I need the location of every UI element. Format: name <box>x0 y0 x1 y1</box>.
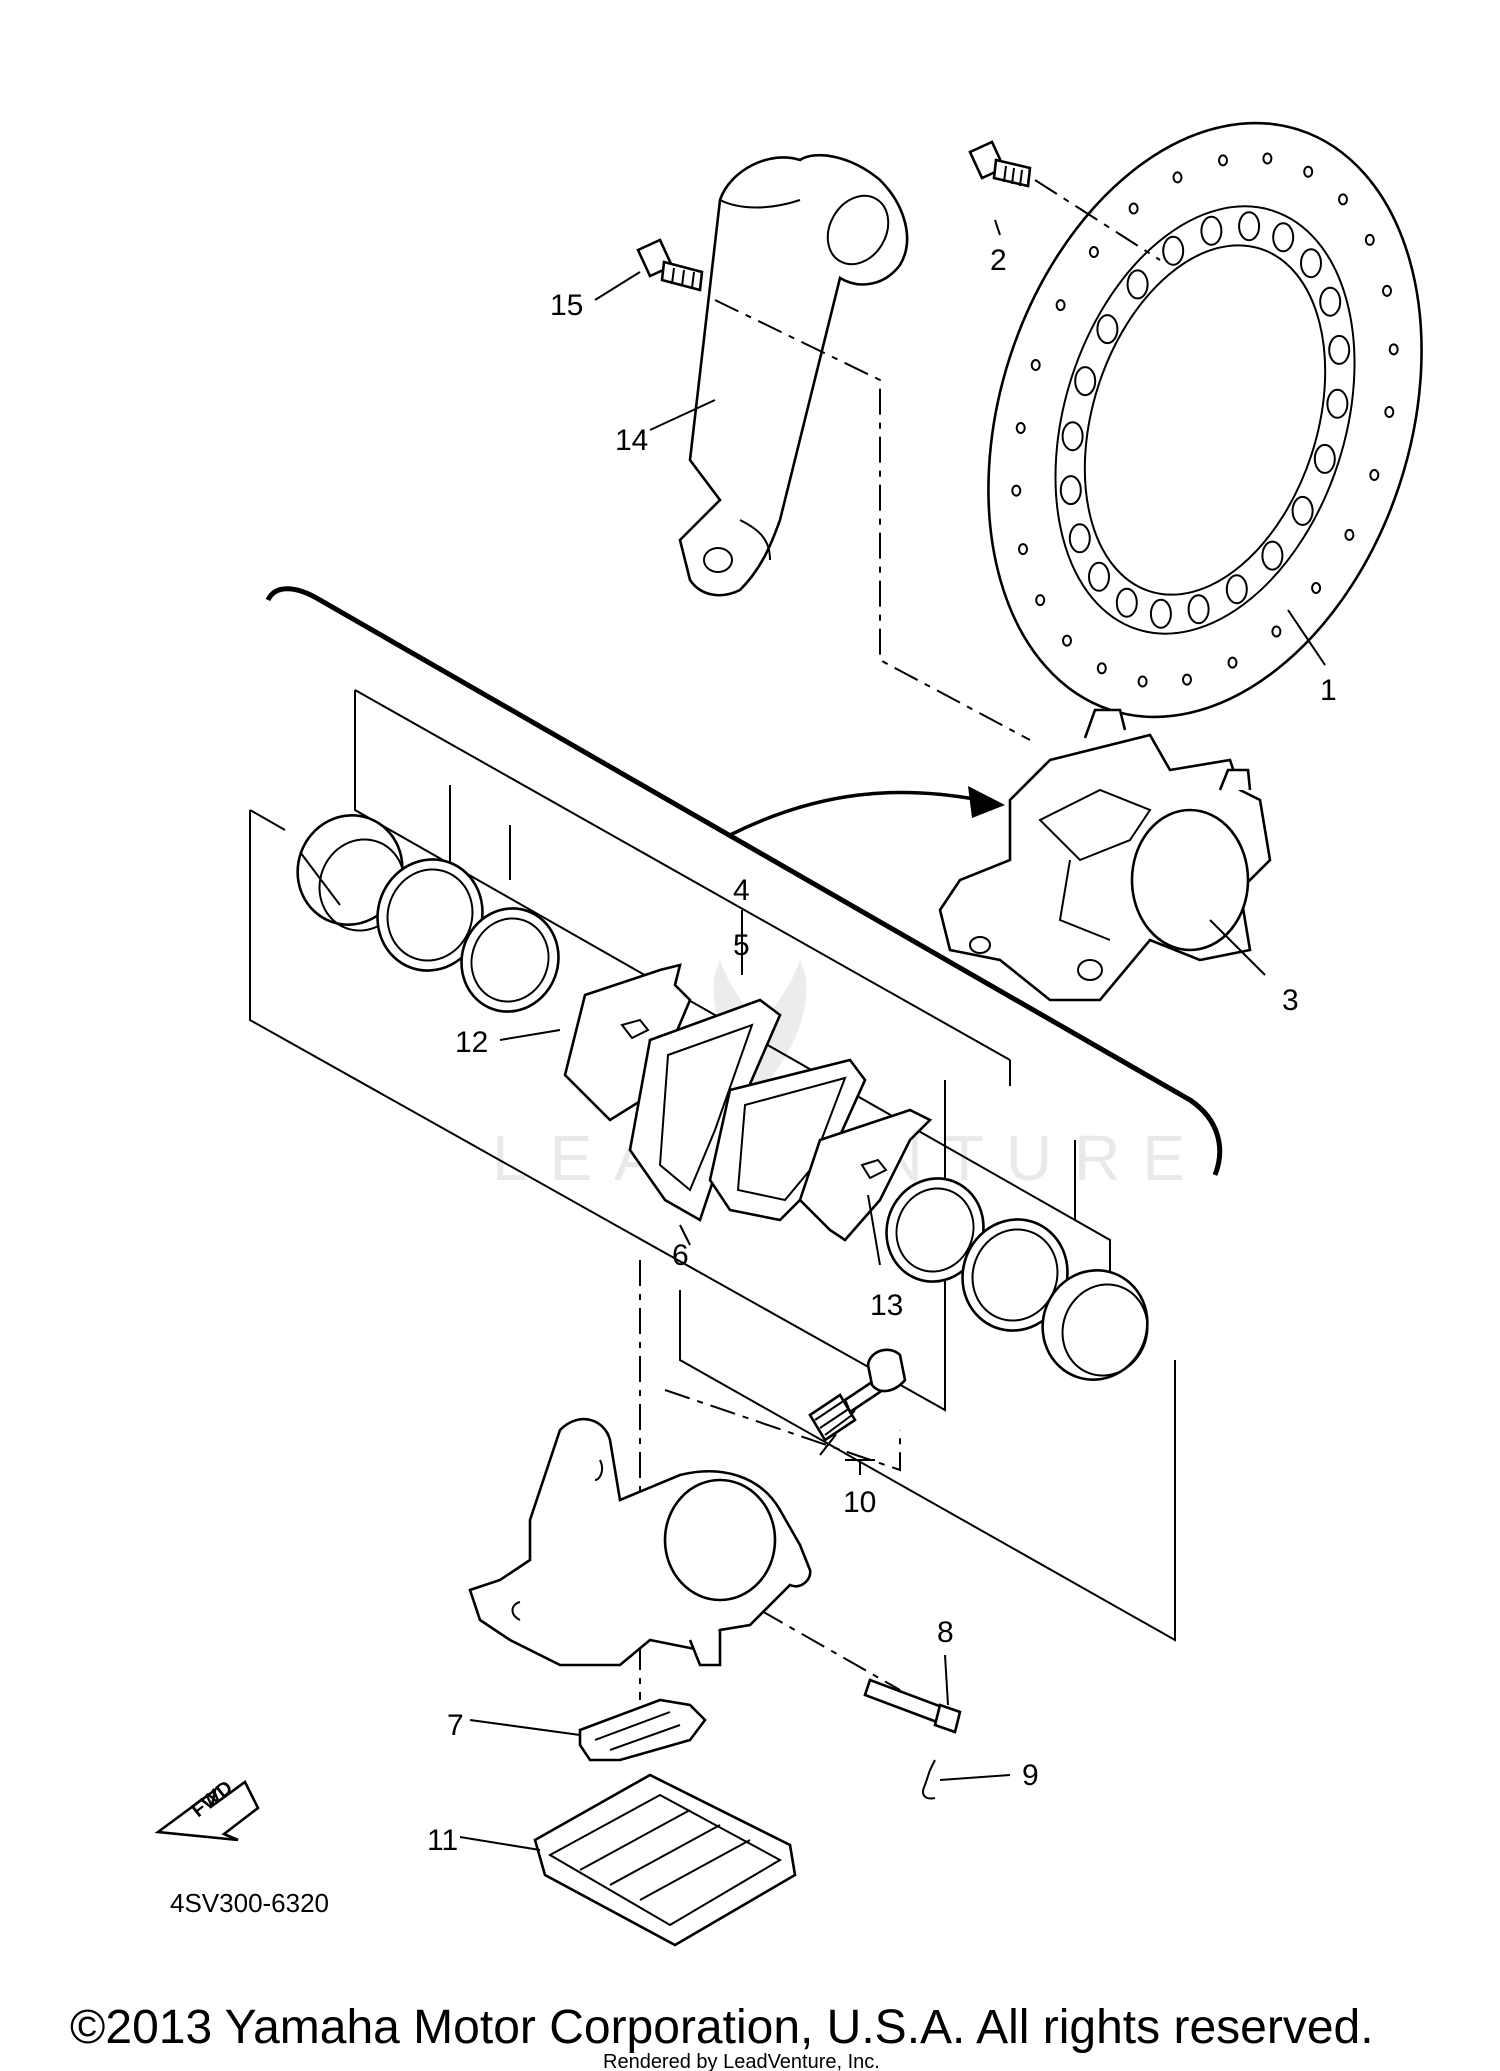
disc-mount-slot <box>1126 269 1149 300</box>
disc-vent-hole <box>1303 165 1314 178</box>
disc-vent-hole <box>1344 528 1355 541</box>
disc-vent-hole <box>1011 484 1022 497</box>
disc-vent-hole <box>1338 193 1348 206</box>
pad-pin <box>863 1678 962 1734</box>
disc-mount-slot <box>1272 222 1295 253</box>
pad-spring <box>578 1698 707 1762</box>
disc-vent-hole <box>1388 343 1399 356</box>
disc-vent-hole <box>1128 202 1139 215</box>
pin-clip <box>922 1759 936 1800</box>
caliper-cover <box>533 1773 797 1947</box>
disc-vent-hole <box>1015 422 1026 434</box>
disc-vent-hole <box>1062 634 1072 647</box>
part-code: 4SV300-6320 <box>170 1888 329 1918</box>
disc-vent-hole <box>1182 673 1192 686</box>
disc-mount-slot <box>1319 286 1342 317</box>
callout-10: 10 <box>843 1486 876 1519</box>
disc-mount-slot <box>1313 443 1336 474</box>
caliper-body <box>468 1417 812 1667</box>
disc-vent-hole <box>1088 246 1099 258</box>
callout-8: 8 <box>937 1616 954 1649</box>
callout-5: 5 <box>733 929 750 962</box>
disc-mount-slot <box>1059 475 1082 506</box>
disc-vent-hole <box>1035 594 1046 607</box>
disc-mount-slot <box>1061 421 1084 452</box>
callout-3: 3 <box>1282 984 1299 1017</box>
disc-mount-slot <box>1300 248 1322 279</box>
disc-bolt <box>968 140 1032 188</box>
disc-vent-hole <box>1364 233 1375 246</box>
disc-vent-hole <box>1311 582 1322 594</box>
disc-vent-hole <box>1271 625 1282 638</box>
callout-4: 4 <box>733 874 750 907</box>
callout-9: 9 <box>1022 1759 1039 1792</box>
disc-mount-slot <box>1326 388 1349 419</box>
disc-mount-slot <box>1149 598 1172 629</box>
callout-1: 1 <box>1320 674 1337 707</box>
fwd-arrow-icon: FWD <box>154 1777 260 1842</box>
disc-mount-slot <box>1162 235 1185 266</box>
callout-7: 7 <box>447 1709 464 1742</box>
callout-11: 11 <box>427 1824 458 1857</box>
torque-arm <box>678 153 909 597</box>
rendered-by-text: Rendered by LeadVenture, Inc. <box>603 2051 880 2071</box>
piston-right <box>1041 1269 1149 1381</box>
disc-mount-slot <box>1115 587 1138 618</box>
bleed-screw <box>808 1378 882 1442</box>
disc-vent-hole <box>1172 171 1183 184</box>
disc-mount-slot <box>1291 495 1314 526</box>
callout-12: 12 <box>455 1026 488 1059</box>
disc-mount-slot <box>1225 574 1248 605</box>
disc-vent-hole <box>1018 543 1028 556</box>
callout-6: 6 <box>672 1239 689 1272</box>
disc-vent-hole <box>1137 675 1148 688</box>
disc-vent-hole <box>1384 406 1395 418</box>
disc-mount-slot <box>1238 211 1261 242</box>
pad-shim-right <box>798 1108 933 1242</box>
disc-mount-slot <box>1096 314 1119 345</box>
disc-mount-slot <box>1074 366 1097 397</box>
disc-vent-hole <box>1369 469 1380 481</box>
disc-mount-slot <box>1068 523 1091 554</box>
disc-mount-slot <box>1088 561 1110 592</box>
caliper-assembly <box>938 708 1272 1002</box>
torque-bolt <box>636 238 704 292</box>
disc-mount-slot <box>1200 215 1223 246</box>
disc-mount-slot <box>1187 594 1210 625</box>
disc-vent-hole <box>1262 152 1273 165</box>
disc-vent-hole <box>1227 656 1238 669</box>
disc-vent-hole <box>1055 299 1066 312</box>
disc-vent-hole <box>1030 359 1041 371</box>
disc-vent-hole <box>1382 284 1392 297</box>
callout-2: 2 <box>990 244 1007 277</box>
disc-vent-hole <box>1096 662 1107 675</box>
brake-disc <box>987 121 1423 719</box>
disc-vent-hole <box>1218 154 1228 167</box>
callout-14: 14 <box>615 424 648 457</box>
disc-mount-slot <box>1261 540 1284 571</box>
disc-mount-slot <box>1328 334 1351 365</box>
bleed-cap <box>866 1348 907 1393</box>
leader-lines <box>459 219 1326 1851</box>
callout-15: 15 <box>550 289 583 322</box>
copyright-text: ©2013 Yamaha Motor Corporation, U.S.A. A… <box>70 2001 1374 2054</box>
callout-13: 13 <box>870 1289 903 1322</box>
seal-left-inner <box>460 907 560 1013</box>
